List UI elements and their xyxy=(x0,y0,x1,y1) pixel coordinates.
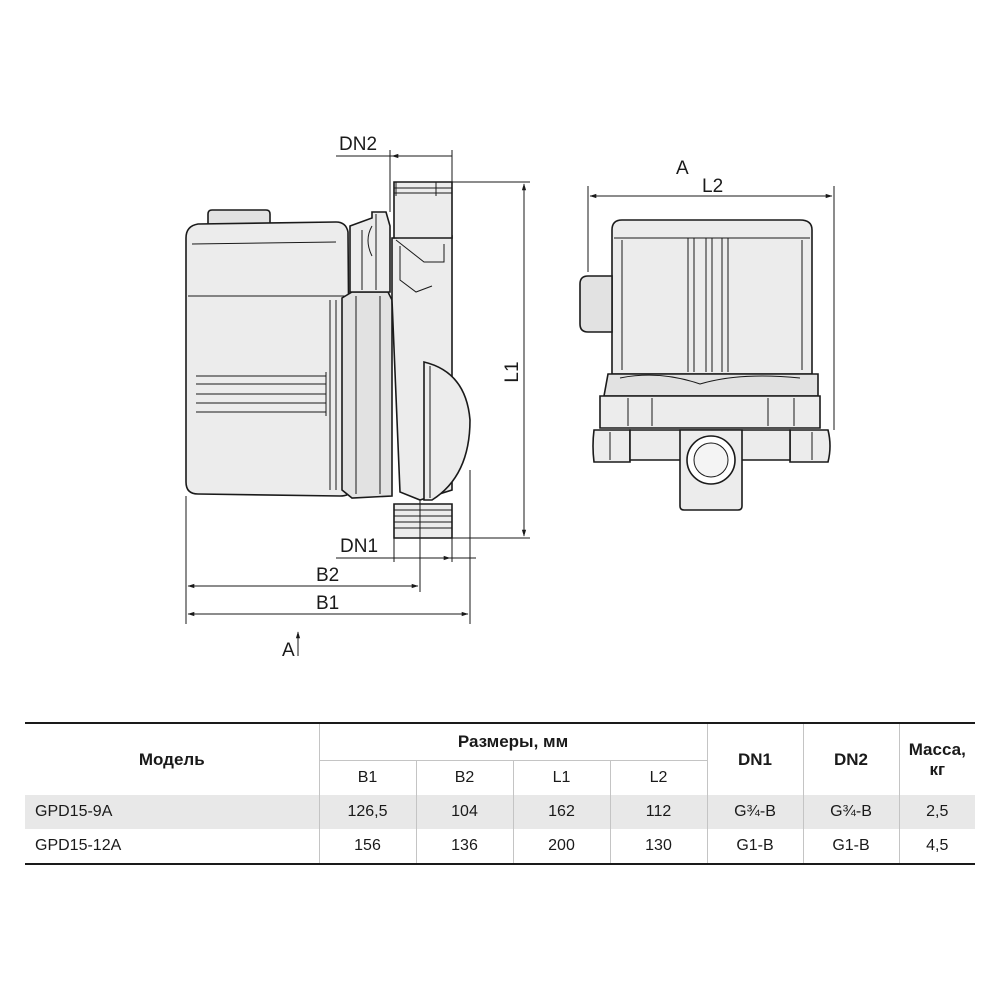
header-dn2: DN2 xyxy=(802,722,899,795)
specification-table: Модель Размеры, мм DN1 DN2 Масса, кг B1 … xyxy=(25,722,975,865)
header-mass: Масса, кг xyxy=(898,722,975,795)
table-row: GPD15-9A 126,5 104 162 112 G¾-B G¾-B 2,5 xyxy=(25,795,975,829)
cell-b2: 104 xyxy=(415,795,513,829)
cell-b2: 136 xyxy=(415,829,513,865)
label-view-a-bottom: A xyxy=(282,640,295,661)
label-view-a-top: A xyxy=(676,158,689,179)
cell-b1: 156 xyxy=(318,829,416,865)
pump-technical-drawing: DN2 L1 DN1 B2 B1 A xyxy=(185,134,835,661)
table-row: GPD15-12A 156 136 200 130 G1-B G1-B 4,5 xyxy=(25,829,975,865)
subheader-l2: L2 xyxy=(609,760,707,795)
cell-l1: 162 xyxy=(512,795,610,829)
label-b1: B1 xyxy=(316,593,339,614)
cell-dn1: G1-B xyxy=(706,829,803,865)
cell-model: GPD15-12A xyxy=(25,829,319,865)
cell-l1: 200 xyxy=(512,829,610,865)
subheader-b2: B2 xyxy=(415,760,513,795)
pump-side-view xyxy=(185,181,471,539)
dimension-lines-side xyxy=(185,150,530,656)
header-dn1: DN1 xyxy=(706,722,803,795)
label-l1: L1 xyxy=(502,361,523,382)
cell-b1: 126,5 xyxy=(318,795,416,829)
subheader-l1: L1 xyxy=(512,760,610,795)
header-dimensions: Размеры, мм xyxy=(318,722,707,761)
cell-mass: 4,5 xyxy=(898,829,975,865)
dimension-lines-front xyxy=(587,186,835,430)
subheader-b1: B1 xyxy=(318,760,416,795)
label-b2: B2 xyxy=(316,565,339,586)
cell-dn2: G1-B xyxy=(802,829,899,865)
cell-mass: 2,5 xyxy=(898,795,975,829)
cell-model: GPD15-9A xyxy=(25,795,319,829)
label-dn1: DN1 xyxy=(340,536,378,557)
header-model: Модель xyxy=(25,722,319,795)
label-dn2: DN2 xyxy=(339,134,377,155)
cell-dn2: G¾-B xyxy=(802,795,899,829)
cell-l2: 112 xyxy=(609,795,707,829)
label-l2: L2 xyxy=(702,176,723,197)
cell-l2: 130 xyxy=(609,829,707,865)
pump-front-view xyxy=(579,219,831,511)
cell-dn1: G¾-B xyxy=(706,795,803,829)
